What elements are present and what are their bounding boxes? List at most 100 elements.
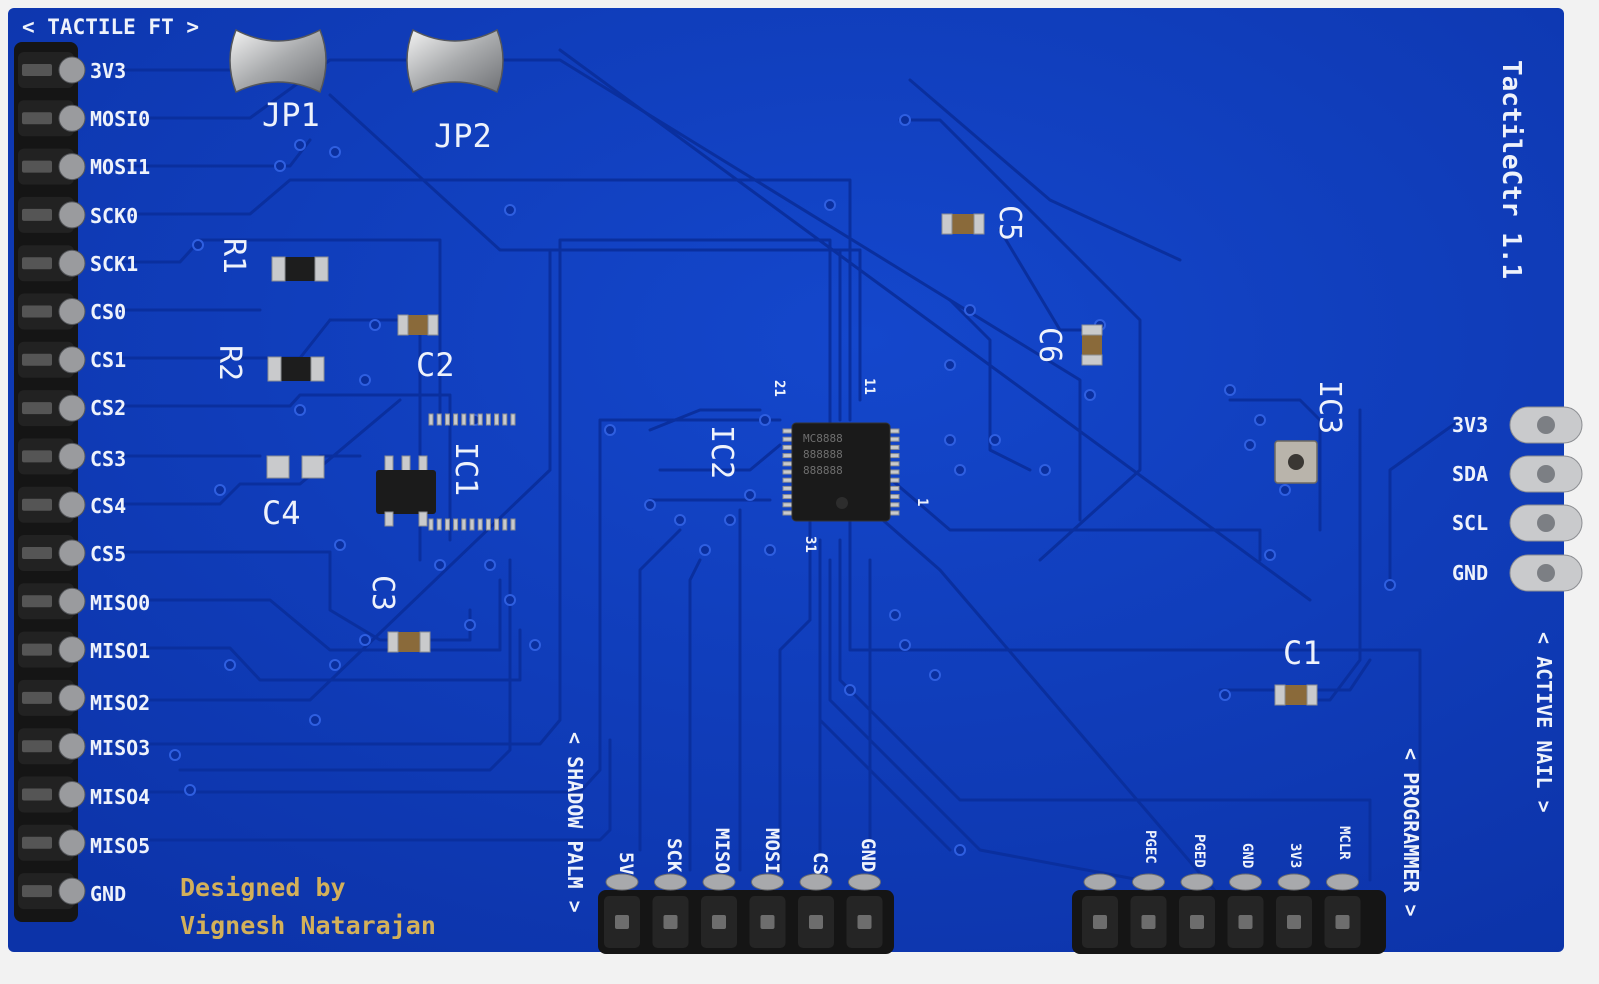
ic2-pin21-mark: 21 [771,380,787,397]
left-pin-label: MISO3 [90,736,150,760]
shadow-palm-pins [604,873,883,948]
active-nail-label: < ACTIVE NAIL > [1532,632,1556,813]
header-pin [846,873,883,948]
svg-text:888888: 888888 [803,448,843,461]
left-pin-label: GND [90,882,126,906]
left-header-pin [18,293,86,330]
left-header-pin [18,728,86,765]
left-header-pin [18,824,86,861]
jp1-label: JP1 [262,96,320,134]
c6-capacitor [1081,324,1103,366]
left-header-pin [18,776,86,813]
left-header-pin [18,583,86,620]
left-pin-label: MISO5 [90,834,150,858]
left-header-pin [18,52,86,88]
left-pin-label: MISO4 [90,785,150,809]
left-header-pin [18,873,86,910]
ic2-microcontroller: MC8888 888888 888888 [428,413,900,531]
left-header-pin [18,341,86,378]
left-header-pin [18,148,86,185]
c4-pads [266,455,325,479]
prog-pin-label: 3V3 [1287,843,1303,868]
palm-pin-label: 5V [615,852,637,875]
nail-pin-label: SDA [1452,462,1488,486]
header-pin [652,873,689,948]
prog-pin-label: GND [1239,843,1255,868]
prog-pin-label: PGEC [1142,830,1158,864]
c2-label: C2 [416,346,455,384]
programmer-pins [1082,873,1361,948]
left-header-pin [18,535,86,571]
credit-line-2: Vignesh Natarajan [180,911,436,940]
palm-pin-label: MOSI [761,828,783,874]
left-header-pin [18,679,86,716]
left-pin-label: SCK0 [90,204,138,228]
ic1-regulator [376,455,436,527]
ic2-pin31-mark: 31 [802,536,818,553]
c3-label: C3 [365,575,400,611]
jp2-label: JP2 [434,117,492,155]
jp1-solder-jumper [229,28,327,94]
programmer-label: < PROGRAMMER > [1399,748,1423,917]
tactile-ft-label: < TACTILE FT > [22,15,199,39]
prog-pin-label: PGED [1191,834,1207,868]
c5-capacitor [941,213,985,235]
header-pin [1227,873,1264,948]
palm-pin-label: SCK [663,838,685,873]
vias [169,114,1396,856]
header-pin [1276,873,1312,948]
ic2-pin1-mark: 1 [914,498,930,506]
board-title: TactileCtr 1.1 [1496,60,1526,279]
header-pin [1082,873,1118,948]
nail-pin-label: SCL [1452,511,1488,535]
shadow-palm-label: < SHADOW PALM > [563,732,587,913]
r1-resistor [271,256,329,282]
header-pin [701,873,737,948]
left-pin-label: MISO1 [90,639,150,663]
c3-capacitor [387,631,431,653]
left-pin-label: MISO2 [90,691,150,715]
left-pin-label: MISO0 [90,591,150,615]
c5-label: C5 [992,205,1027,241]
left-pin-label: MOSI1 [90,155,150,179]
ic3-sensor [1274,440,1318,484]
r1-label: R1 [216,238,251,274]
nail-pin-label: GND [1452,561,1488,585]
header-pin [1130,873,1167,948]
header-pin [1324,873,1361,948]
r2-resistor [267,356,325,382]
c1-capacitor [1274,684,1318,706]
jp2-solder-jumper [406,28,504,94]
nail-pad-1 [1509,406,1583,444]
left-pin-label: CS2 [90,396,126,420]
c1-label: C1 [1283,634,1322,672]
left-pin-label: SCK1 [90,252,138,276]
nail-pad-3 [1509,504,1583,542]
left-header-pins [18,52,86,910]
palm-pin-label: CS [809,852,831,875]
nail-pad-2 [1509,455,1583,493]
ic2-pin11-mark: 11 [861,378,877,395]
left-header-pin [18,486,86,523]
left-header-pin [18,390,86,427]
ic1-label: IC1 [448,442,483,496]
left-header-pin [18,631,86,668]
header-pin [749,873,786,948]
left-pin-label: MOSI0 [90,107,150,131]
palm-pin-label: MISO [711,828,733,874]
palm-pin-label: GND [857,838,879,872]
left-header-pin [18,438,86,475]
svg-text:MC8888: MC8888 [803,432,843,445]
c2-capacitor [397,314,439,336]
nail-pin-label: 3V3 [1452,413,1488,437]
active-nail-pads [1509,406,1583,592]
left-header-pin [18,196,86,233]
header-pin [798,873,834,948]
c4-label: C4 [262,494,301,532]
left-pin-label: CS3 [90,447,126,471]
prog-pin-label: MCLR [1336,826,1352,860]
credit-line-1: Designed by [180,873,346,902]
left-header-pin [18,245,86,282]
